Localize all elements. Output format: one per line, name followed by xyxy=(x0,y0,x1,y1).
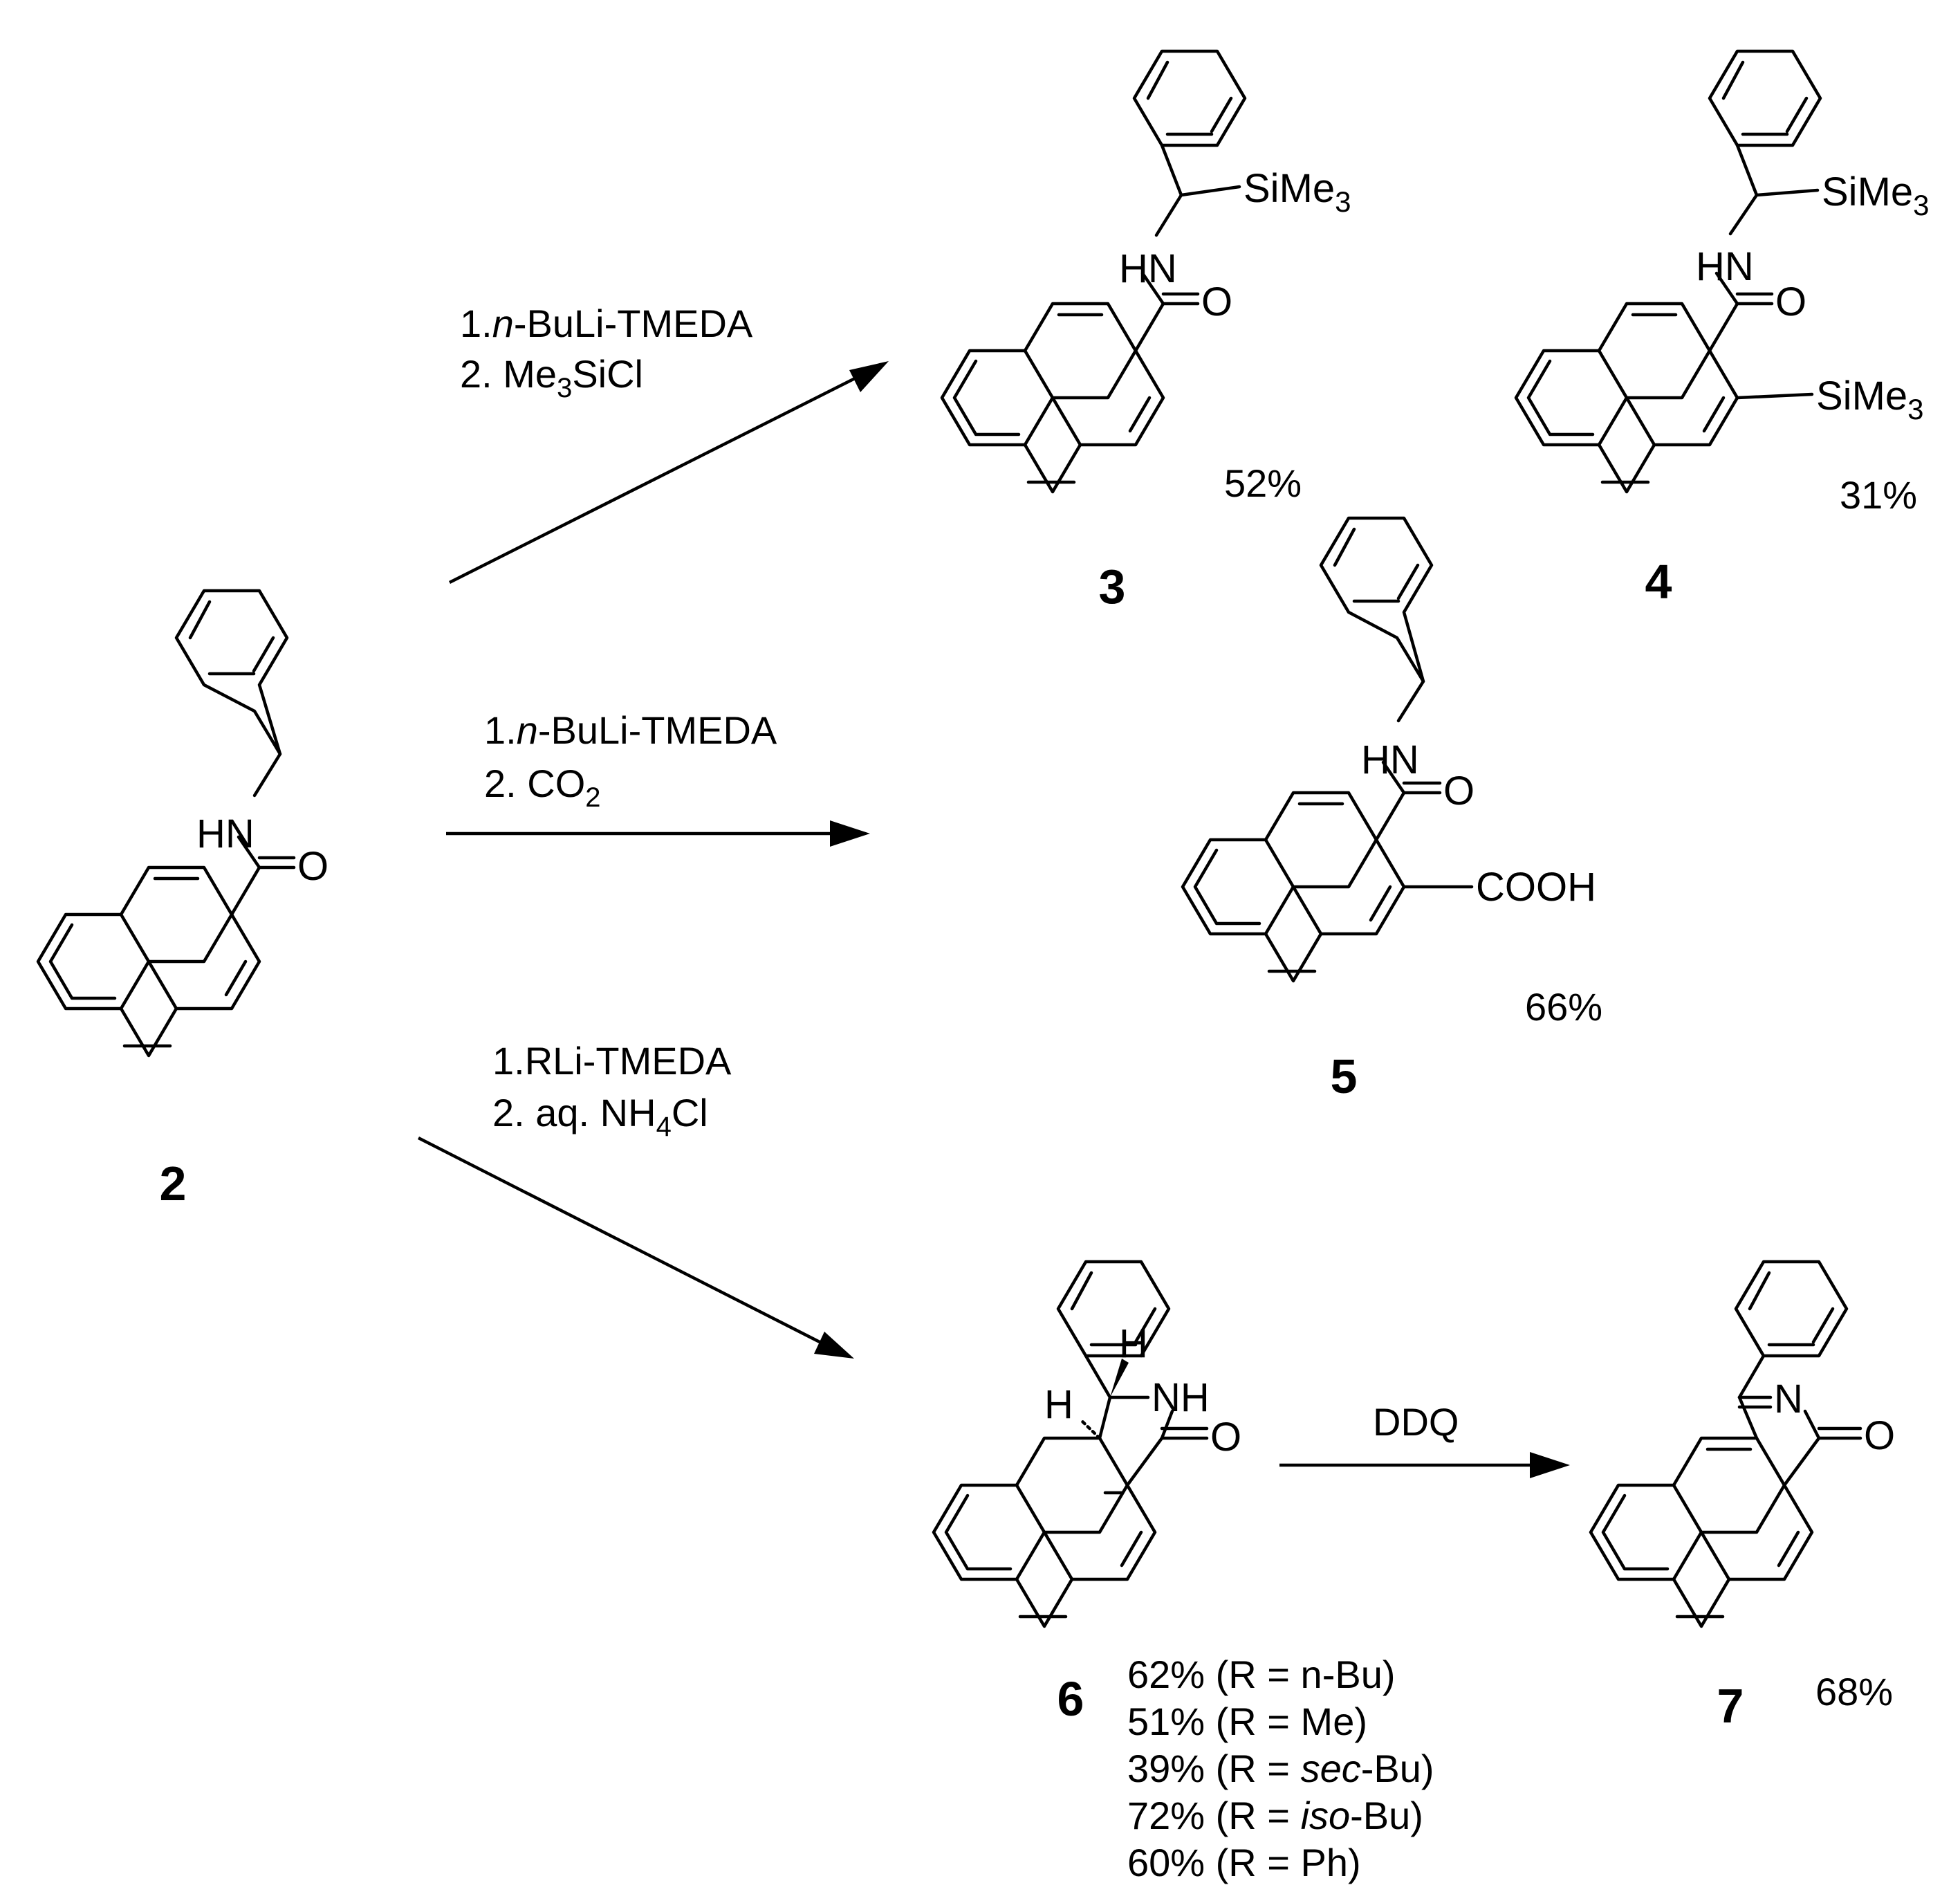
conditions-2-step1: 1.n-BuLi-TMEDA xyxy=(484,708,777,752)
arrow-to-6 xyxy=(417,1136,854,1359)
arrow-to-5 xyxy=(446,820,870,847)
compound-4-sime3-ring: SiMe3 xyxy=(1816,374,1924,425)
compound-4-o: O xyxy=(1775,279,1806,324)
conditions-3-step1: 1.RLi-TMEDA xyxy=(492,1039,732,1083)
conditions-1-step2: 2. Me3SiCl xyxy=(460,352,643,403)
compound-6-h-wedge: H xyxy=(1119,1321,1148,1366)
compound-6-yield-ph: 60% (R = Ph) xyxy=(1127,1841,1361,1884)
conditions-3-step2: 2. aq. NH4Cl xyxy=(492,1091,708,1142)
compound-6-label: 6 xyxy=(1057,1672,1084,1726)
compound-3-sime3: SiMe3 xyxy=(1244,166,1351,218)
compound-2-structure xyxy=(36,589,296,1058)
compound-6-yield-me: 51% (R = Me) xyxy=(1127,1700,1367,1743)
conditions-2-step2: 2. CO2 xyxy=(484,762,601,813)
compound-7-label: 7 xyxy=(1717,1679,1744,1733)
compound-3-o: O xyxy=(1201,279,1232,324)
compound-2-o: O xyxy=(297,844,329,889)
compound-2-hn: HN xyxy=(196,811,255,856)
compound-6-h-hash: H xyxy=(1044,1382,1073,1427)
conditions-1-step1: 1.n-BuLi-TMEDA xyxy=(460,302,753,345)
compound-6-yield-nbu: 62% (R = n-Bu) xyxy=(1127,1653,1396,1696)
compound-6-nh: NH xyxy=(1152,1375,1210,1420)
compound-7-yield: 68% xyxy=(1815,1670,1893,1713)
compound-6-yield-isobu: 72% (R = iso-Bu) xyxy=(1127,1794,1423,1837)
compound-6-o: O xyxy=(1210,1415,1241,1460)
compound-4-structure xyxy=(1514,49,1822,494)
compound-4-yield: 31% xyxy=(1840,473,1917,517)
compound-3-structure xyxy=(940,49,1247,494)
arrow-to-3 xyxy=(448,361,889,585)
compound-5-yield: 66% xyxy=(1525,985,1602,1029)
compound-7-structure xyxy=(1589,1260,1862,1628)
compound-5-structure xyxy=(1181,516,1474,983)
compound-5-hn: HN xyxy=(1361,737,1419,782)
compound-4-hn: HN xyxy=(1696,244,1754,289)
compound-3-label: 3 xyxy=(1099,560,1126,614)
compound-6-structure xyxy=(932,1260,1209,1628)
compound-6-yields: 62% (R = n-Bu) 51% (R = Me) 39% (R = sec… xyxy=(1127,1653,1434,1884)
compound-2-label: 2 xyxy=(160,1157,187,1211)
compound-5-cooh: COOH xyxy=(1476,865,1596,910)
conditions-4-ddq: DDQ xyxy=(1373,1400,1459,1444)
compound-5-o: O xyxy=(1443,769,1474,813)
arrow-to-7 xyxy=(1279,1452,1570,1478)
compound-7-o: O xyxy=(1864,1413,1895,1458)
compound-4-label: 4 xyxy=(1645,555,1672,609)
compound-6-yield-secbu: 39% (R = sec-Bu) xyxy=(1127,1747,1434,1790)
compound-7-n: N xyxy=(1774,1377,1803,1422)
compound-3-yield: 52% xyxy=(1224,461,1302,505)
compound-4-sime3-top: SiMe3 xyxy=(1822,169,1930,221)
compound-5-label: 5 xyxy=(1331,1049,1358,1103)
compound-3-hn: HN xyxy=(1119,246,1177,291)
